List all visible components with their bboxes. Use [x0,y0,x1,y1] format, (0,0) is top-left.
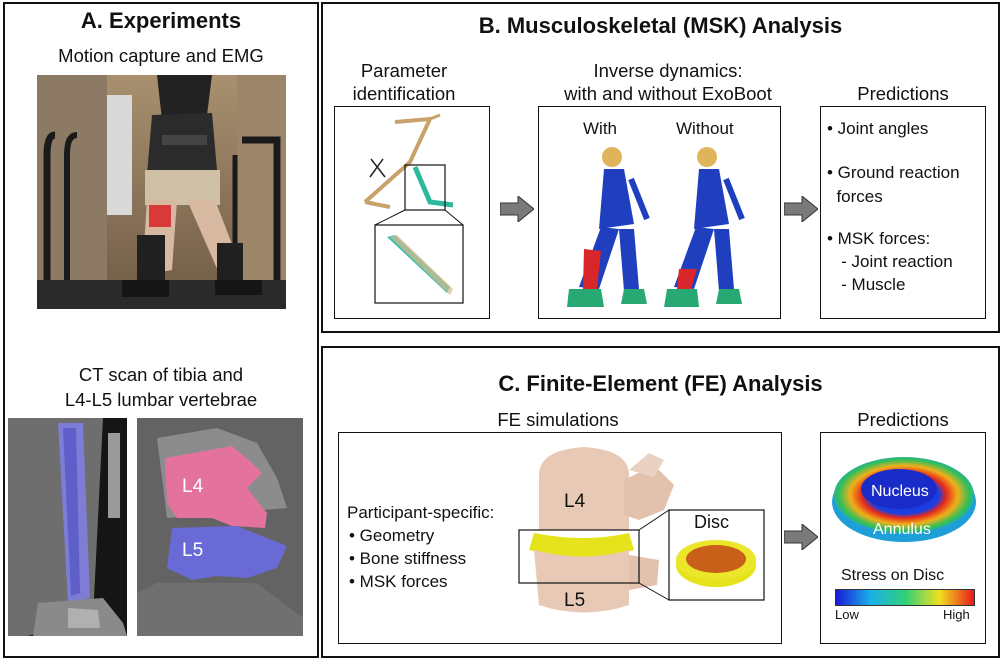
motion-capture-title: Motion capture and EMG [58,45,264,66]
prediction-joint-angles: • Joint angles [827,119,929,138]
fe-simulations-box: Participant-specific: • Geometry • Bone … [338,432,782,644]
panel-c-title: C. Finite-Element (FE) Analysis [498,371,823,396]
prediction-forces: forces [827,187,883,206]
participant-specific-title: Participant-specific: [347,503,495,522]
lumbar-ct-image: L4 L5 [137,418,303,636]
treadmill-photo-illustration [37,75,286,309]
participant-bone-stiffness: • Bone stiffness [349,549,467,568]
parameter-id-title-line1: Parameter [360,60,448,81]
panel-a-title: A. Experiments [80,8,242,33]
tibia-ct-illustration [8,418,127,636]
inverse-dynamics-title-line1: Inverse dynamics: [593,60,743,81]
lumbar-ct-illustration [137,418,303,636]
disc-zoom-label: Disc [694,512,729,532]
fe-l5-label: L5 [564,590,586,611]
ct-l5-label: L5 [182,540,204,561]
tibia-ct-image [8,418,127,636]
treadmill-photo [37,75,286,309]
parameter-identification-box [334,106,490,319]
participant-msk-forces: • MSK forces [349,572,448,591]
fe-predictions-title: Predictions [857,409,949,430]
stress-scale-low: Low [835,607,859,622]
inverse-dynamics-box: With Without [538,106,781,319]
disc-stress-map [832,457,976,542]
prediction-msk-forces: • MSK forces: [827,229,931,248]
fe-predictions-box: Nucleus Annulus Stress on Disc Low High [820,432,986,644]
ct-scan-title-line1: CT scan of tibia and [78,364,244,385]
prediction-joint-reaction: - Joint reaction [827,252,953,271]
nucleus-label: Nucleus [871,483,929,500]
with-exoboot-label: With [583,119,617,138]
msk-predictions-title: Predictions [857,83,949,104]
prediction-muscle: - Muscle [827,275,906,294]
annulus-label: Annulus [873,521,931,538]
vertebrae-model-illustration [518,447,765,613]
participant-geometry: • Geometry [349,526,435,545]
fe-simulations-title: FE simulations [497,409,619,430]
arrow-fe-to-predictions [784,524,818,550]
arrow-param-to-inverse [500,196,534,222]
without-exoboot-label: Without [676,119,734,138]
ct-scan-title-line2: L4-L5 lumbar vertebrae [64,389,258,410]
inverse-dynamics-title-line2: with and without ExoBoot [564,83,772,104]
panel-b-title: B. Musculoskeletal (MSK) Analysis [478,13,843,38]
ct-l4-label: L4 [182,476,204,497]
msk-predictions-box: • Joint angles • Ground reaction forces … [820,106,986,319]
fe-l4-label: L4 [564,491,586,512]
leg-model-illustration [363,113,464,304]
prediction-ground-reaction: • Ground reaction [827,163,960,182]
parameter-id-title-line2: identification [352,83,456,104]
stress-scale-high: High [943,607,970,622]
stress-scale-title: Stress on Disc [841,567,945,584]
walking-models-illustration [567,147,745,307]
stress-color-scale [835,589,975,606]
arrow-inverse-to-predictions [784,196,818,222]
